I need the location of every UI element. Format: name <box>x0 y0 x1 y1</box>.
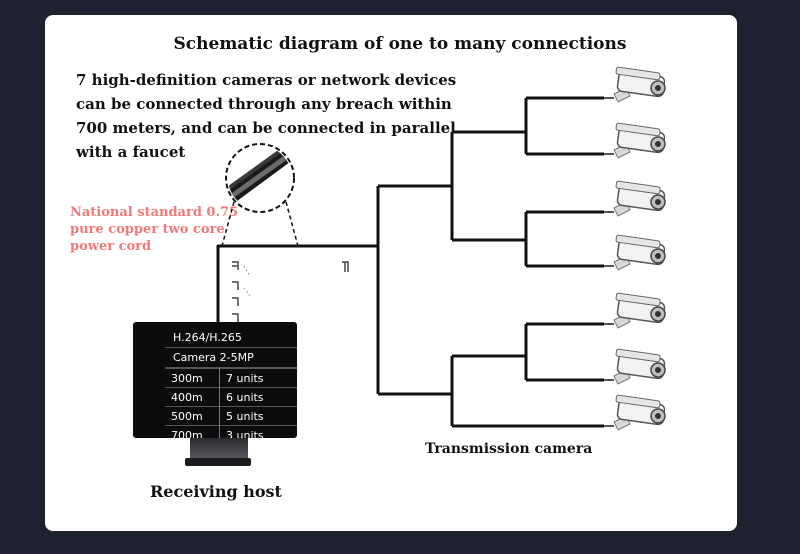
distance-table: 300m 7 units 400m 6 units 500m 5 units 7… <box>165 368 297 444</box>
cable-callout <box>221 143 299 247</box>
camera-hood <box>615 292 661 307</box>
faded-mark <box>232 261 239 270</box>
camera-lens-center <box>655 253 661 259</box>
faded-mark <box>232 313 239 322</box>
description-line: 7 high-definition cameras or network dev… <box>76 71 457 89</box>
table-row: 400m 6 units <box>165 387 297 407</box>
screen-header-codec: H.264/H.265 <box>165 328 297 348</box>
receiving-host-label: Receiving host <box>150 482 282 501</box>
camera-hood <box>615 66 661 81</box>
camera-icon <box>604 348 666 385</box>
faded-panel <box>230 256 356 330</box>
transmission-camera-label: Transmission camera <box>425 441 593 457</box>
units-cell: 5 units <box>219 406 297 426</box>
upper-split-wire <box>450 130 526 242</box>
monitor-stand <box>190 438 248 460</box>
callout-line <box>285 201 299 247</box>
camera-lens-center <box>655 367 661 373</box>
monitor-screen: H.264/H.265 Camera 2-5MP 300m 7 units 40… <box>165 328 297 444</box>
units-cell: 6 units <box>219 387 297 407</box>
description-line: with a faucet <box>76 143 186 161</box>
description-line: can be connected through any breach with… <box>76 95 452 113</box>
camera-group <box>604 66 666 431</box>
faded-mark <box>232 281 239 290</box>
faded-mark <box>232 297 239 306</box>
camera-lens-center <box>655 85 661 91</box>
camera-icon <box>604 394 666 431</box>
faded-dash <box>243 287 251 297</box>
faded-panel-box <box>230 256 356 330</box>
table-row: 500m 5 units <box>165 406 297 426</box>
power-cord-line: National standard 0.75 <box>70 205 239 220</box>
distance-cell: 500m <box>165 406 220 426</box>
screen-header-camera: Camera 2-5MP <box>165 348 297 368</box>
table-row: 300m 7 units <box>165 368 297 388</box>
camera-lens-center <box>655 413 661 419</box>
description-line: 700 meters, and can be connected in para… <box>76 119 456 137</box>
power-cord-line: pure copper two core <box>70 222 225 237</box>
diagram-card <box>45 15 737 531</box>
distance-cell: 400m <box>165 387 220 407</box>
lower-branch-a <box>524 322 604 382</box>
lower-split-wire <box>450 354 604 428</box>
camera-icon <box>604 292 666 329</box>
camera-lens-center <box>655 199 661 205</box>
camera-hood <box>615 394 661 409</box>
camera-icon <box>604 234 666 271</box>
main-split-wire <box>376 184 452 396</box>
callout-line <box>221 201 235 247</box>
faded-dash <box>243 265 251 277</box>
faded-mark <box>342 261 349 272</box>
camera-lens-center <box>655 141 661 147</box>
camera-hood <box>615 348 661 363</box>
host-trunk-wire <box>216 244 378 330</box>
wiring-tree <box>216 96 604 428</box>
distance-cell: 300m <box>165 368 220 388</box>
camera-lens-center <box>655 311 661 317</box>
upper-branch-b <box>524 210 604 268</box>
camera-hood <box>615 234 661 249</box>
power-cord-note: National standard 0.75 pure copper two c… <box>70 204 250 255</box>
camera-hood <box>615 180 661 195</box>
page-title: Schematic diagram of one to many connect… <box>173 34 627 54</box>
description-text: 7 high-definition cameras or network dev… <box>76 68 476 164</box>
monitor-base <box>185 458 251 466</box>
upper-branch-a <box>524 96 604 156</box>
power-cord-line: power cord <box>70 239 152 254</box>
camera-icon <box>604 122 666 159</box>
camera-hood <box>615 122 661 137</box>
units-cell: 7 units <box>219 368 297 388</box>
camera-icon <box>604 66 666 103</box>
camera-icon <box>604 180 666 217</box>
